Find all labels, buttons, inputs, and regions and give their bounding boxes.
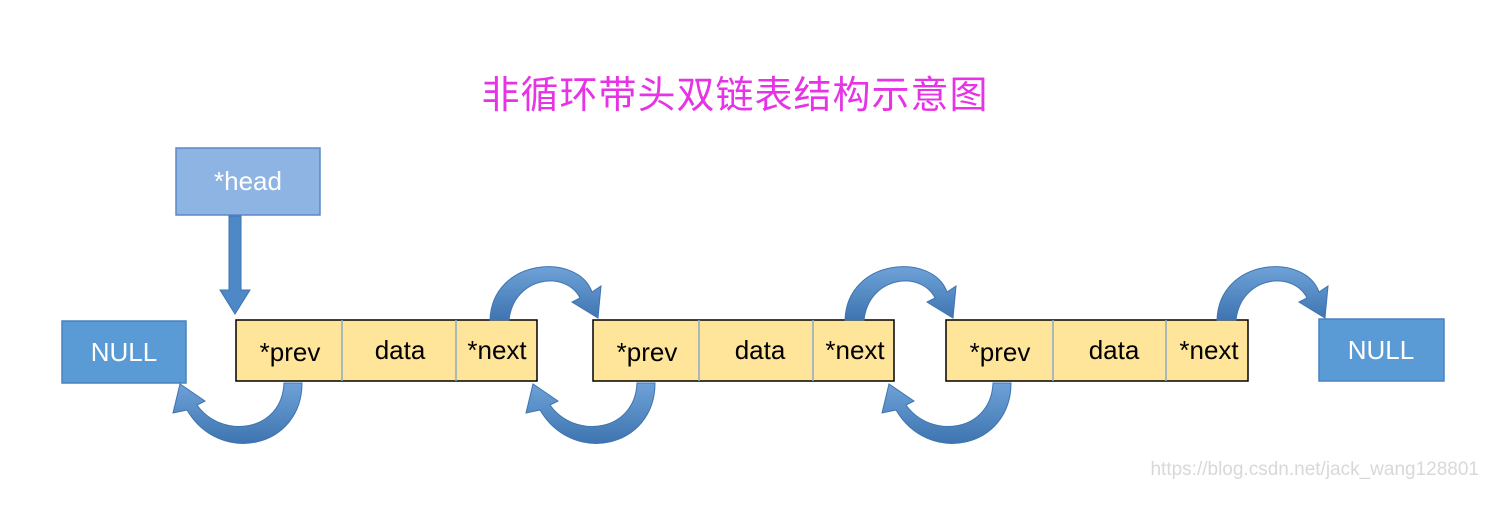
prev-arrow-2 <box>525 382 656 444</box>
null-left-label: NULL <box>91 337 157 367</box>
next-arrow-2 <box>844 266 957 321</box>
null-box-left: NULL <box>61 320 187 384</box>
head-label: *head <box>214 166 282 196</box>
node-next-field: *next <box>825 335 885 365</box>
node-next-field: *next <box>1179 335 1239 365</box>
null-box-right: NULL <box>1318 318 1445 382</box>
node-data-field: data <box>375 335 426 365</box>
head-arrow <box>219 215 251 315</box>
list-node-3: *prev data *next <box>945 319 1249 382</box>
head-pointer: *head <box>175 147 321 315</box>
node-prev-field: *prev <box>617 337 678 367</box>
node-next-field: *next <box>467 335 527 365</box>
prev-arrow-1 <box>172 382 303 444</box>
diagram-title: 非循环带头双链表结构示意图 <box>481 73 989 117</box>
node-data-field: data <box>1089 335 1140 365</box>
node-prev-field: *prev <box>260 337 321 367</box>
node-prev-field: *prev <box>970 337 1031 367</box>
list-node-2: *prev data *next <box>592 319 895 382</box>
next-arrow-3 <box>1216 266 1329 321</box>
watermark-text: https://blog.csdn.net/jack_wang128801 <box>1150 459 1479 480</box>
list-node-1: *prev data *next <box>235 319 538 382</box>
node-data-field: data <box>735 335 786 365</box>
null-right-label: NULL <box>1348 335 1414 365</box>
next-arrow-1 <box>489 266 602 321</box>
prev-arrow-3 <box>881 382 1012 444</box>
